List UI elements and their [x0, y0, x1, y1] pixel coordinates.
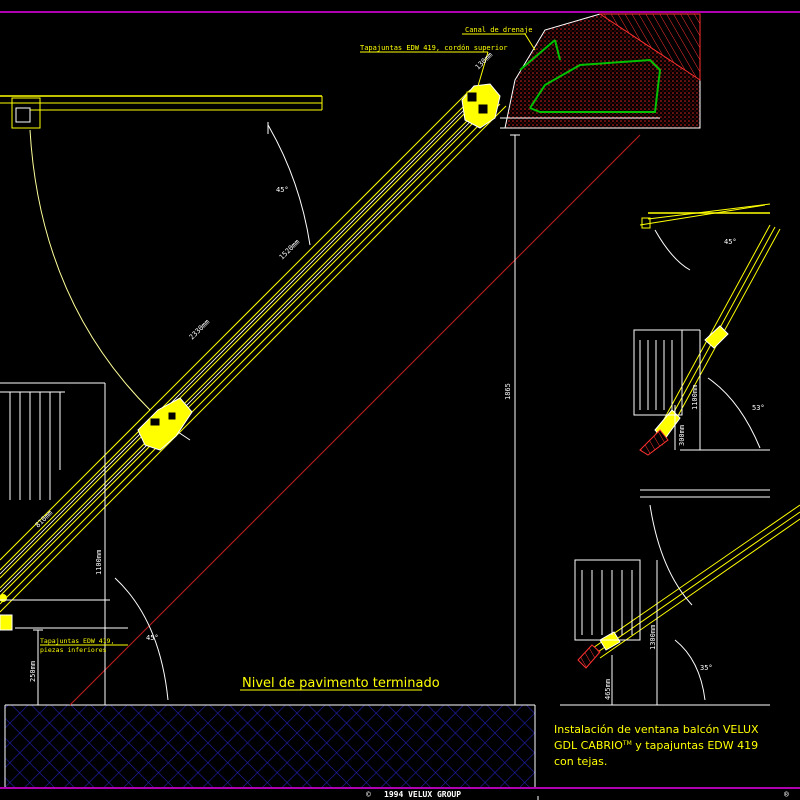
dim-1865: 1865	[504, 383, 512, 400]
swing-arc-bottom	[114, 577, 169, 701]
dim-1100: 1100mm	[95, 550, 103, 575]
dim-2330: 2330mm	[188, 318, 212, 342]
footer-text: 1994 VELUX GROUP	[384, 790, 461, 799]
roof-section	[500, 13, 701, 129]
footer: © 1994 VELUX GROUP ®	[366, 790, 789, 799]
middle-hinge-profile	[137, 397, 193, 451]
bottom-profile	[0, 594, 13, 631]
caption: Instalación de ventana balcón VELUX GDL …	[554, 723, 759, 768]
label-tapajuntas-inferior-2: piezas inferiores	[40, 646, 107, 654]
construction-diagonal	[69, 134, 641, 706]
dim-1100-b: 1100mm	[691, 385, 699, 410]
frame	[0, 11, 800, 800]
angle-arc-top	[267, 124, 311, 246]
detail-1	[633, 203, 781, 456]
ceiling-beam	[0, 95, 323, 129]
dim-300: 300mm	[678, 425, 686, 446]
leaders	[40, 33, 536, 691]
top-sash-profile	[461, 83, 501, 129]
label-nivel-pavimento: Nivel de pavimento terminado	[242, 676, 440, 691]
floor-slab	[4, 704, 536, 787]
detail-2	[560, 489, 800, 706]
dim-1520: 1520mm	[278, 238, 302, 262]
angle-main-bottom: 45°	[146, 634, 159, 642]
angle-det2: 35°	[700, 664, 713, 672]
label-tapajuntas-inferior-1: Tapajuntas EDW 419,	[40, 637, 114, 645]
dim-250: 250mm	[29, 661, 37, 682]
dim-465: 465mm	[604, 679, 612, 700]
angle-det1-top: 45°	[724, 238, 737, 246]
label-canal-drenaje: Canal de drenaje	[465, 26, 532, 34]
main-window-frame	[0, 89, 507, 613]
angle-main-top: 45°	[276, 186, 289, 194]
dim-1300: 1300mm	[649, 625, 657, 650]
caption-line-2: GDL CABRIOTM y tapajuntas EDW 419	[554, 739, 758, 752]
registered-icon: ®	[784, 790, 789, 799]
balcony-railing-left	[0, 382, 65, 500]
dim-lines-main	[15, 134, 520, 706]
copyright-icon: ©	[366, 790, 371, 799]
angle-det1-bottom: 53°	[752, 404, 765, 412]
caption-line-3: con tejas.	[554, 755, 607, 768]
main-window-glazing	[0, 95, 491, 593]
caption-line-1: Instalación de ventana balcón VELUX	[554, 723, 759, 736]
swing-arc-top	[29, 129, 151, 411]
dim-130: 130mm	[474, 51, 495, 72]
label-tapajuntas-superior: Tapajuntas EDW 419, cordón superior	[360, 44, 508, 52]
